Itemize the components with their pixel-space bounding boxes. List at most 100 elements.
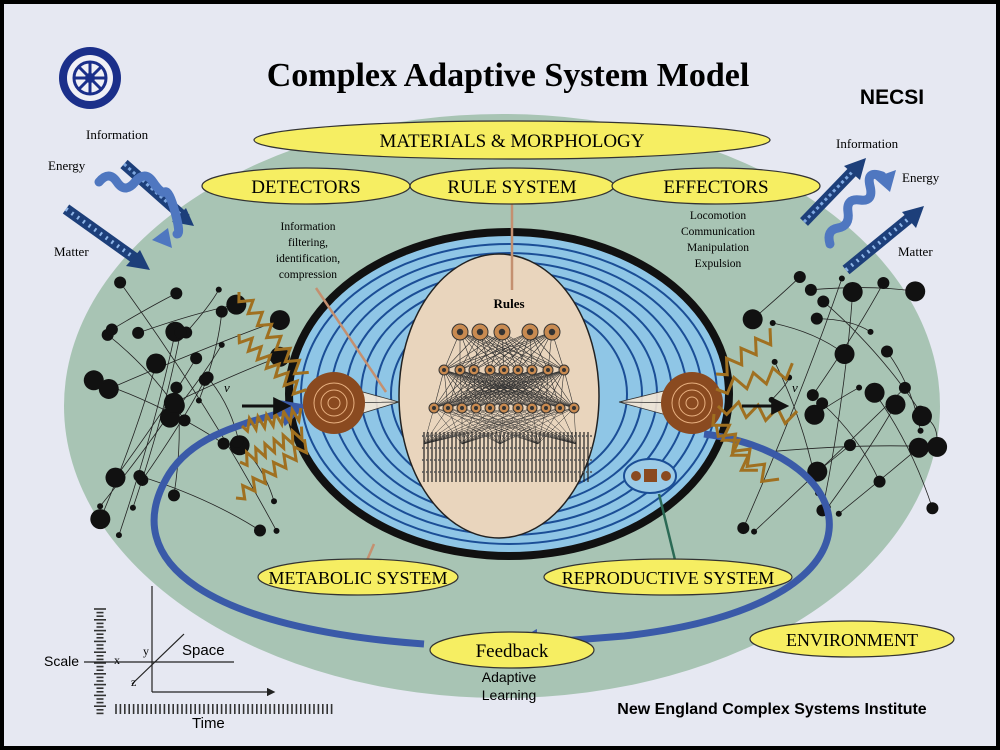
rule-node-core: [572, 406, 576, 410]
rule-link: [461, 407, 519, 445]
particle: [90, 509, 111, 530]
time-ruler: [115, 704, 333, 714]
particle: [856, 384, 863, 391]
svg-text:x: x: [114, 653, 120, 667]
rule-link: [503, 331, 553, 371]
matter-input-arrow: [62, 204, 150, 270]
particle: [737, 522, 750, 535]
particle: [105, 467, 126, 488]
rule-link: [559, 369, 565, 409]
scale-ruler: [94, 608, 106, 715]
reproductive-organelle: [623, 458, 677, 494]
particle: [873, 475, 886, 488]
rule-link: [517, 369, 565, 409]
particle: [269, 310, 290, 331]
rule-link: [433, 369, 445, 409]
rule-link: [501, 331, 549, 371]
particle: [771, 358, 778, 365]
rule-link: [443, 369, 463, 409]
rule-node-core: [526, 328, 534, 336]
rule-link: [475, 369, 533, 409]
rule-link: [489, 369, 565, 409]
rule-link: [443, 369, 505, 409]
particle: [843, 439, 856, 452]
rule-link: [531, 407, 577, 445]
feedback-loop-arrow-2: [150, 399, 425, 648]
rule-node-core: [488, 368, 492, 372]
rule-link: [433, 369, 461, 409]
rule-link: [433, 369, 475, 409]
rule-node-core: [502, 368, 506, 372]
rule-link: [545, 369, 565, 409]
particle: [105, 323, 118, 336]
information-output-arrow: [800, 158, 866, 226]
detector-organelle: [303, 372, 400, 434]
particle: [926, 502, 939, 515]
input-arrows: [62, 159, 194, 270]
svg-text:Feedback: Feedback: [476, 641, 549, 662]
rule-link: [433, 407, 501, 445]
rule-link: [443, 369, 491, 409]
rule-link: [559, 407, 577, 445]
adaptive-learning-label: Adaptive Learning: [482, 669, 537, 703]
rule-link: [473, 369, 505, 409]
detector-signal-wave: [235, 438, 309, 501]
particle: [170, 381, 183, 394]
scale-space-time-axes: Scale Space Time x y z: [44, 586, 333, 732]
connector-lines: [314, 198, 678, 573]
particle: [898, 381, 911, 394]
rule-link: [489, 369, 549, 409]
svg-text:Locomotion: Locomotion: [690, 210, 746, 222]
particle: [215, 286, 222, 293]
rule-link: [459, 331, 553, 371]
necsi-logo: [59, 47, 121, 109]
rule-link: [443, 369, 533, 409]
rule-link: [447, 369, 533, 409]
input-energy-label: Energy: [48, 158, 86, 173]
detector-notes: Information filtering, identification, c…: [276, 221, 340, 281]
svg-text:identification,: identification,: [276, 253, 340, 265]
rule-link: [443, 331, 531, 371]
particle: [98, 378, 119, 399]
svg-text:RULE SYSTEM: RULE SYSTEM: [447, 177, 576, 198]
rule-node-core: [558, 406, 562, 410]
particle-field-left: [83, 276, 290, 539]
rule-link: [459, 331, 531, 371]
rule-link: [433, 369, 549, 409]
svg-text:MATERIALS & MORPHOLOGY: MATERIALS & MORPHOLOGY: [380, 131, 645, 152]
effector-signal-wave: [711, 413, 758, 472]
particle: [174, 326, 187, 339]
rule-node-core: [498, 328, 506, 336]
energy-output-arrow: [824, 169, 896, 249]
velocity-arrow-left: v: [224, 380, 292, 415]
oval-effectors: EFFECTORS: [611, 167, 821, 205]
rule-link: [473, 369, 533, 409]
rule-link: [503, 369, 533, 409]
particle: [838, 275, 845, 282]
feedback-loop-arrow: [510, 430, 833, 657]
rule-link: [499, 407, 505, 445]
rule-link: [473, 369, 547, 409]
particle: [804, 404, 825, 425]
particle: [804, 283, 817, 296]
oval-environment: ENVIRONMENT: [749, 620, 955, 658]
particle: [905, 281, 926, 302]
oval-feedback: Feedback: [429, 631, 595, 669]
rule-link: [473, 369, 491, 409]
rule-link: [443, 331, 503, 371]
rule-link: [479, 331, 549, 371]
rule-link: [443, 331, 481, 371]
output-arrows: [800, 158, 924, 275]
rule-link: [461, 369, 533, 409]
svg-text:Space: Space: [182, 642, 225, 659]
rule-link: [461, 407, 575, 445]
particle-link: [119, 282, 277, 532]
rule-node-core: [488, 406, 492, 410]
effector-organelle: [618, 372, 723, 434]
rule-node-core: [446, 406, 450, 410]
rule-link: [531, 407, 539, 445]
rule-link: [489, 331, 531, 371]
rule-link: [489, 407, 539, 445]
particle-link: [812, 282, 884, 396]
velocity-arrow-right: v: [742, 380, 798, 415]
